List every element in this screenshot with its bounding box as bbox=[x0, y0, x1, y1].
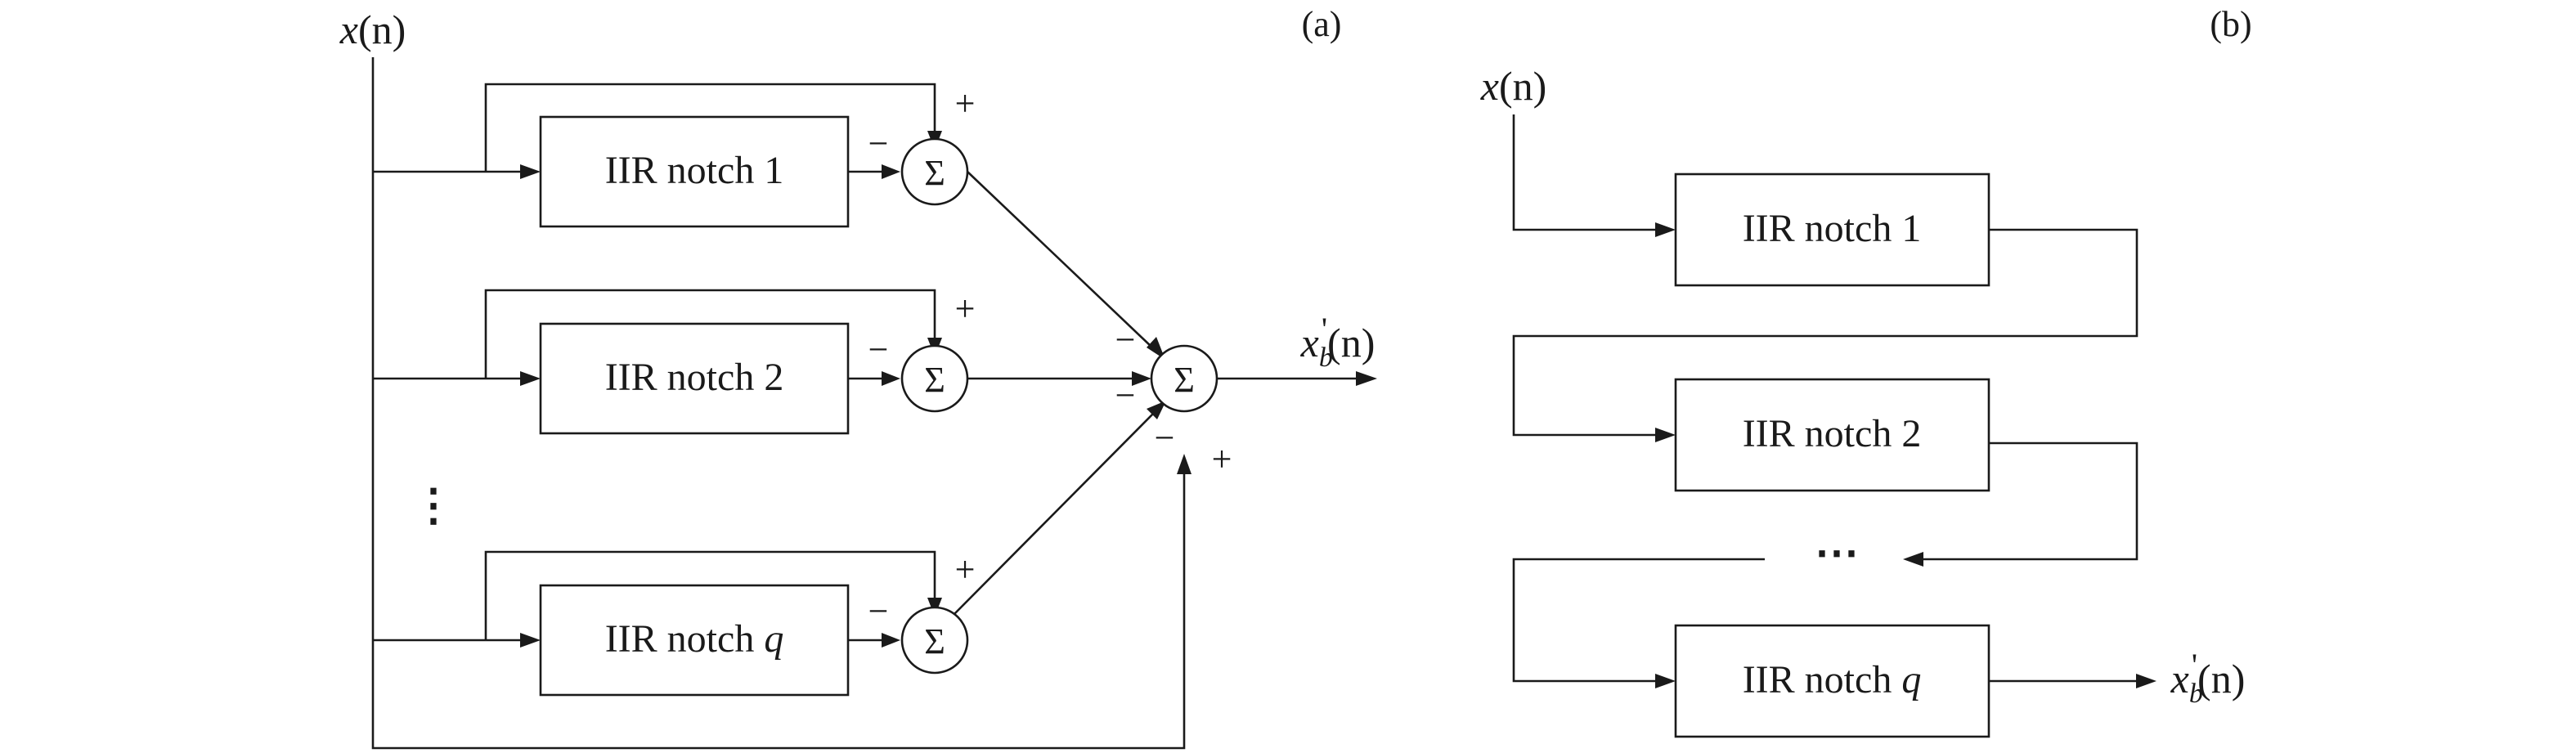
branch-2-filter-out-arrowhead bbox=[882, 371, 900, 386]
branch-2-sum-symbol: Σ bbox=[924, 360, 945, 400]
panel-a-input-label: x(n) bbox=[339, 7, 406, 52]
panel-b-input-label: x(n) bbox=[1480, 63, 1547, 109]
branch-q-feed-arrowhead bbox=[520, 633, 541, 648]
chain-link-ellipsis-q-arrowhead bbox=[1655, 674, 1676, 688]
panel-b: (b) x(n) IIR notch 1 IIR notch 2 ⋯ IIR n… bbox=[1480, 4, 2252, 738]
branch-q-to-final-arrowhead bbox=[1147, 401, 1166, 419]
chain-link-ellipsis-q bbox=[1512, 558, 1765, 683]
iir-notch-q-label: IIR notch q bbox=[605, 617, 784, 661]
panel-a-input-bus bbox=[371, 57, 1186, 750]
chain-link-2-ellipsis-arrowhead bbox=[1903, 552, 1923, 567]
branch-2-minus-sign: − bbox=[868, 329, 889, 370]
iir-notch-q-block bbox=[539, 584, 850, 697]
branch-2-plus-sign: + bbox=[955, 289, 976, 329]
branch-1-to-final-line bbox=[967, 171, 1153, 348]
branch-q-minus-sign: − bbox=[868, 591, 889, 631]
chain-iir-notch-2-label: IIR notch 2 bbox=[1743, 412, 1922, 455]
chain-link-2-ellipsis bbox=[1923, 441, 2138, 561]
final-sum-minus-lower: − bbox=[1155, 418, 1175, 458]
panel-a-branch-ellipsis: ⋮ bbox=[411, 481, 456, 530]
panel-a-output-label: xb'(n) bbox=[1300, 311, 1376, 373]
final-sum-minus-top: − bbox=[1115, 320, 1136, 360]
iir-notch-2-block bbox=[539, 322, 850, 435]
chain-link-1-2 bbox=[1512, 228, 2138, 437]
final-sum-minus-middle: − bbox=[1115, 375, 1136, 415]
branch-q-to-final-line bbox=[954, 412, 1155, 615]
chain-link-1-2-arrowhead bbox=[1655, 428, 1676, 442]
iir-notch-2-label: IIR notch 2 bbox=[605, 356, 784, 399]
branch-q-filter-out-arrowhead bbox=[882, 633, 900, 648]
panel-b-label: (b) bbox=[2210, 4, 2251, 44]
chain-iir-notch-1-label: IIR notch 1 bbox=[1743, 207, 1922, 250]
branch-2-feed-arrowhead bbox=[520, 371, 541, 386]
branch-1-sum-symbol: Σ bbox=[924, 153, 945, 193]
iir-notch-1-block bbox=[539, 115, 850, 228]
branch-1-minus-sign: − bbox=[868, 123, 889, 164]
branch-1-filter-out-arrowhead bbox=[882, 164, 900, 179]
branch-2-to-final-arrowhead bbox=[1132, 371, 1151, 386]
branch-2-bypass-line bbox=[484, 289, 936, 379]
branch-q-sum-symbol: Σ bbox=[924, 621, 945, 661]
branch-q-plus-sign: + bbox=[955, 549, 976, 589]
final-sum-plus-bypass: + bbox=[1212, 439, 1232, 479]
branch-q-sum-junction bbox=[900, 606, 969, 675]
panel-a-label: (a) bbox=[1302, 4, 1342, 44]
panel-a-branch-1: IIR notch 1 Σ + − bbox=[373, 83, 1165, 360]
branch-1-feed-arrowhead bbox=[520, 164, 541, 179]
iir-notch-1-label: IIR notch 1 bbox=[605, 149, 784, 192]
final-sum-symbol: Σ bbox=[1174, 360, 1195, 400]
branch-q-bypass-line bbox=[484, 550, 936, 640]
branch-1-bypass-line bbox=[484, 83, 936, 172]
panel-a-output-arrowhead bbox=[1356, 371, 1377, 386]
chain-iir-notch-q-label: IIR notch q bbox=[1743, 658, 1922, 701]
chain-iir-notch-q-block bbox=[1674, 624, 1990, 738]
panel-b-output-arrowhead bbox=[2136, 674, 2156, 688]
chain-ellipsis: ⋯ bbox=[1815, 528, 1859, 577]
panel-b-input-arrowhead bbox=[1655, 222, 1676, 237]
chain-iir-notch-2-block bbox=[1674, 378, 1990, 492]
panel-b-output-label: xb'(n) bbox=[2170, 647, 2246, 709]
branch-1-to-final-arrowhead bbox=[1147, 337, 1165, 360]
panel-a: (a) x(n) IIR notch 1 Σ + − bbox=[339, 4, 1377, 750]
chain-iir-notch-1-block bbox=[1674, 173, 1990, 287]
panel-a-bypass-arrowhead bbox=[1177, 454, 1192, 474]
panel-a-branch-2: IIR notch 2 Σ + − bbox=[373, 289, 1151, 435]
branch-1-plus-sign: + bbox=[955, 83, 976, 123]
panel-a-branch-q: IIR notch q Σ + − bbox=[373, 401, 1166, 697]
panel-b-input-line bbox=[1512, 114, 1656, 231]
